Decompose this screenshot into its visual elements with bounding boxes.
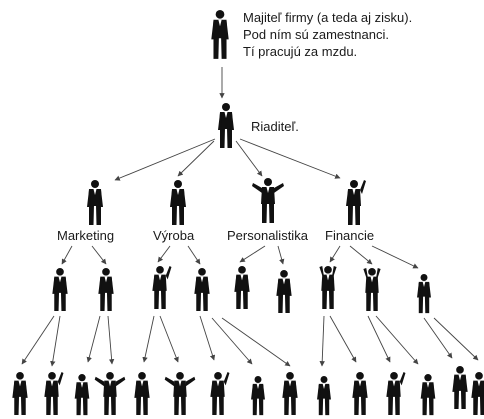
- arrow-29: [433, 317, 479, 361]
- businessman-silhouette-icon: [12, 372, 28, 416]
- businessman-silhouette-icon: [211, 10, 229, 59]
- businessman-silhouette-icon: [170, 180, 186, 225]
- arrow-9: [187, 245, 201, 265]
- arrow-25: [329, 315, 357, 363]
- department-label-marketing: Marketing: [57, 228, 114, 243]
- people-figures: [12, 10, 484, 416]
- businessman-silhouette-icon: [352, 372, 368, 416]
- arrow-10: [239, 245, 266, 263]
- arrow-2: [114, 138, 216, 181]
- businessman-silhouette-icon: [252, 178, 284, 223]
- arrow-3: [177, 140, 215, 177]
- businessman-silhouette-icon: [317, 376, 331, 416]
- businessman-silhouette-icon: [471, 372, 484, 416]
- department-label-financie: Financie: [325, 228, 374, 243]
- businessman-silhouette-icon: [417, 274, 431, 314]
- businessman-silhouette-icon: [152, 266, 172, 310]
- arrow-7: [91, 245, 107, 265]
- businessman-silhouette-icon: [52, 268, 68, 312]
- arrow-20: [159, 315, 179, 363]
- department-label-vyroba: Výroba: [153, 228, 195, 243]
- arrow-17: [86, 315, 101, 363]
- arrow-14: [371, 245, 419, 269]
- arrow-5: [239, 138, 341, 179]
- businessman-silhouette-icon: [164, 372, 196, 416]
- businessman-silhouette-icon: [319, 266, 337, 310]
- arrow-8: [157, 245, 171, 263]
- arrow-6: [61, 245, 73, 265]
- businessman-silhouette-icon: [276, 270, 292, 314]
- arrow-16: [50, 315, 61, 367]
- arrow-26: [367, 315, 391, 363]
- arrow-11: [277, 245, 285, 265]
- department-label-personalistika: Personalistika: [227, 228, 309, 243]
- businessman-silhouette-icon: [87, 180, 103, 225]
- arrow-19: [142, 315, 155, 363]
- businessman-silhouette-icon: [452, 366, 468, 410]
- businessman-silhouette-icon: [251, 376, 265, 416]
- businessman-silhouette-icon: [98, 268, 114, 312]
- businessman-silhouette-icon: [218, 103, 234, 148]
- owner-caption-line-2: Pod ním sú zamestnanci.: [243, 27, 389, 42]
- businessman-silhouette-icon: [134, 372, 150, 416]
- businessman-silhouette-icon: [74, 374, 90, 416]
- businessman-silhouette-icon: [234, 266, 250, 310]
- arrow-22: [211, 317, 253, 365]
- businessman-silhouette-icon: [346, 180, 366, 225]
- businessman-silhouette-icon: [282, 372, 298, 416]
- arrow-21: [199, 315, 216, 361]
- director-caption: Riaditeľ.: [251, 119, 299, 134]
- businessman-silhouette-icon: [420, 374, 436, 416]
- arrow-18: [107, 315, 115, 365]
- owner-caption-line-3: Tí pracujú za mzdu.: [243, 44, 357, 59]
- arrow-23: [221, 317, 291, 367]
- arrow-15: [21, 315, 55, 365]
- arrow-27: [375, 315, 419, 365]
- businessman-silhouette-icon: [210, 372, 230, 416]
- owner-caption-line-1: Majiteľ firmy (a teda aj zisku).: [243, 10, 412, 25]
- businessman-silhouette-icon: [44, 372, 64, 416]
- arrow-24: [319, 315, 325, 367]
- hierarchy-arrows: [21, 67, 479, 367]
- businessman-silhouette-icon: [386, 372, 406, 416]
- arrow-28: [423, 317, 453, 359]
- arrow-4: [235, 140, 263, 177]
- arrow-13: [349, 245, 373, 265]
- businessman-silhouette-icon: [94, 372, 126, 416]
- businessman-silhouette-icon: [363, 268, 381, 312]
- businessman-silhouette-icon: [194, 268, 210, 312]
- arrow-12: [329, 245, 341, 263]
